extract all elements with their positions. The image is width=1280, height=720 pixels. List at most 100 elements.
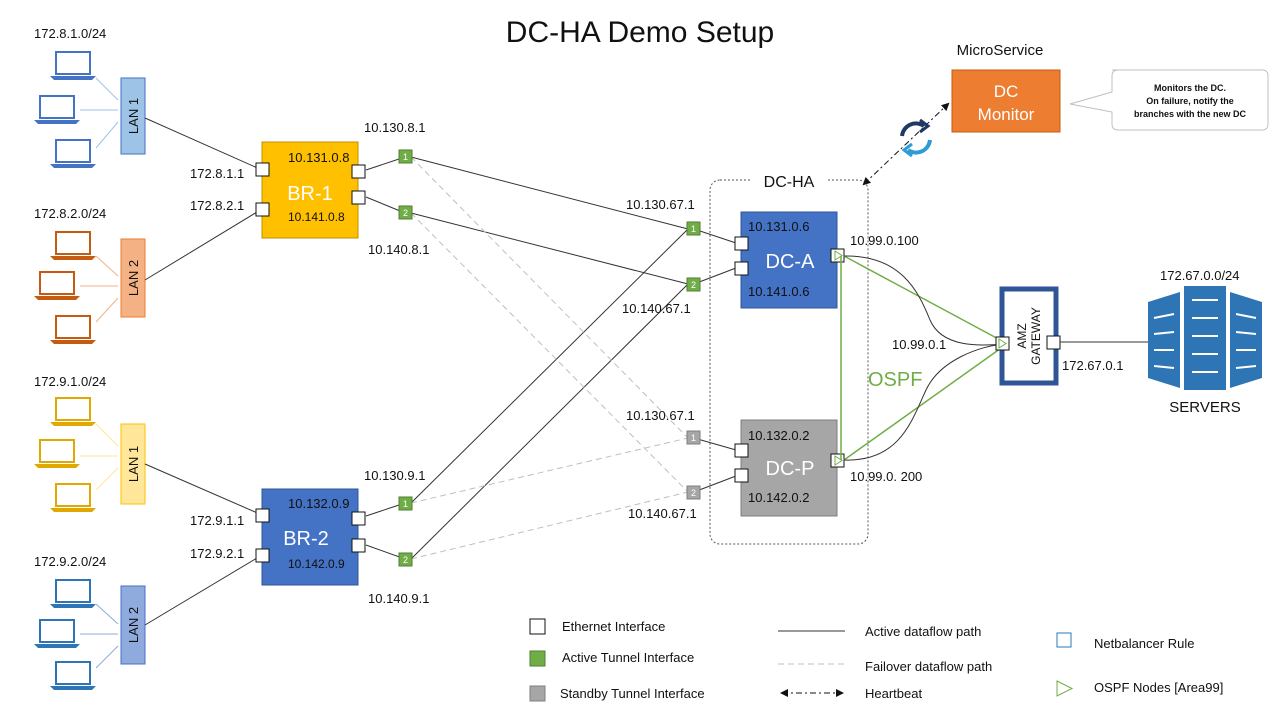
legend-standby-tunnel: Standby Tunnel Interface	[560, 686, 705, 701]
br1-lan2-ip: 172.8.2.1	[190, 198, 244, 213]
lan-link	[95, 467, 119, 491]
dcp-ip2: 10.142.0.2	[748, 490, 809, 505]
dc-monitor-line1: DC	[994, 82, 1019, 101]
microservice-heading: MicroService	[957, 42, 1044, 59]
br2-name: BR-2	[283, 528, 329, 550]
ospf-link	[843, 255, 1005, 343]
ospf-label: OSPF	[868, 369, 922, 391]
link-lan-br1	[144, 117, 263, 171]
br1-lan1-group: LAN 1	[33, 51, 146, 169]
lan-link	[95, 77, 119, 101]
dcp-ip1: 10.132.0.2	[748, 428, 809, 443]
ethernet-interface	[255, 548, 270, 563]
dcp-gateway-link	[843, 343, 1005, 461]
servers-subnet: 172.67.0.0/24	[1160, 268, 1240, 283]
lan2-switch	[120, 585, 146, 665]
servers-icon	[1148, 286, 1262, 390]
dca-name: DC-A	[766, 251, 816, 273]
br2-lan1-ip: 172.9.1.1	[190, 513, 244, 528]
dcp-wan1-ip: 10.130.67.1	[626, 408, 695, 423]
br2-lan1-group: LAN 1	[33, 397, 146, 513]
br2-router	[261, 488, 359, 586]
lan-link	[95, 255, 119, 277]
dca-router	[740, 211, 838, 309]
ethernet-interface	[255, 508, 270, 523]
dcha-label: DC-HA	[764, 174, 815, 191]
page-title: DC-HA Demo Setup	[506, 16, 774, 49]
laptop-icon	[49, 661, 97, 691]
subnet-br1-lan2: 172.8.2.0/24	[34, 206, 106, 221]
ethernet-interface	[1046, 335, 1061, 350]
dca-ip1: 10.131.0.6	[748, 219, 809, 234]
br1-wan1-ip: 10.130.8.1	[364, 120, 425, 135]
lan2-label: LAN 2	[126, 260, 141, 296]
dca-tunnel-1: 1	[686, 221, 701, 236]
br1-tunnel-1: 1	[398, 149, 413, 164]
heartbeat-link	[862, 102, 950, 186]
lan1-label: LAN 1	[126, 446, 141, 482]
legend-heartbeat: Heartbeat	[865, 686, 922, 701]
ethernet-interface	[995, 336, 1010, 351]
lan2-switch	[120, 238, 146, 318]
laptop-icon	[33, 619, 81, 649]
laptop-icon	[49, 315, 97, 345]
link-lan-br1	[144, 208, 263, 281]
laptop-icon	[33, 95, 81, 125]
lan1-switch	[120, 77, 146, 155]
legend-failover-path: Failover dataflow path	[865, 659, 992, 674]
svg-text:2: 2	[403, 208, 408, 218]
callout-line2: On failure, notify the	[1146, 96, 1234, 106]
svg-text:2: 2	[403, 555, 408, 565]
servers-label: SERVERS	[1169, 399, 1240, 416]
dc-monitor-line2: Monitor	[978, 105, 1035, 124]
laptop-icon	[49, 231, 97, 261]
dc-monitor-box	[951, 69, 1061, 133]
gateway-line1: AMZ	[1015, 323, 1029, 348]
dcp-uplink-ip: 10.99.0. 200	[850, 469, 922, 484]
br2-wan1-ip: 10.130.9.1	[364, 468, 425, 483]
lan1-label: LAN 1	[126, 98, 141, 134]
subnet-br2-lan1: 172.9.1.0/24	[34, 374, 106, 389]
br2-tunnel-1: 1	[398, 496, 413, 511]
lan-link	[95, 297, 119, 323]
br2-lan2-ip: 172.9.2.1	[190, 546, 244, 561]
br1-lan2-group: LAN 2	[33, 231, 146, 345]
dcp-tunnel-2: 2	[686, 485, 701, 500]
lan2-label: LAN 2	[126, 607, 141, 643]
svg-text:2: 2	[691, 280, 696, 290]
active-paths	[365, 156, 737, 560]
monitor-callout	[1069, 69, 1269, 131]
br1-tunnel2-ip: 10.141.0.8	[288, 210, 345, 224]
dca-uplink-ip: 10.99.0.100	[850, 233, 919, 248]
ospf-link	[843, 345, 1005, 461]
failover-paths	[410, 156, 689, 560]
ospf-node-icon	[998, 338, 1007, 349]
subnet-br1-lan1: 172.8.1.0/24	[34, 26, 106, 41]
dca-gateway-link	[843, 255, 1005, 346]
ethernet-interface	[255, 202, 270, 217]
dcp-tunnel-1: 1	[686, 430, 701, 445]
br1-tunnel-2: 2	[398, 205, 413, 220]
legend-active-path: Active dataflow path	[865, 624, 981, 639]
legend-netbalancer: Netbalancer Rule	[1094, 636, 1194, 651]
ethernet-interface	[351, 164, 366, 179]
ethernet-interface	[351, 511, 366, 526]
legend-active-tunnel-swatch	[529, 650, 546, 667]
gateway-left-ip: 10.99.0.1	[892, 337, 946, 352]
br2-wan2-ip: 10.140.9.1	[368, 591, 429, 606]
laptop-icon	[49, 139, 97, 169]
dca-ip2: 10.141.0.6	[748, 284, 809, 299]
lan-link	[95, 645, 119, 669]
callout-line3: branches with the new DC	[1134, 109, 1247, 119]
br2-lan2-group: LAN 2	[33, 579, 146, 691]
svg-text:1: 1	[403, 152, 408, 162]
legend-standby-tunnel-swatch	[529, 685, 546, 702]
dcha-label-bg	[752, 172, 826, 190]
link-lan-br2	[144, 554, 263, 626]
svg-text:1: 1	[403, 499, 408, 509]
legend-ospf-nodes: OSPF Nodes [Area99]	[1094, 680, 1223, 695]
br1-name: BR-1	[287, 183, 333, 205]
br2-tunnel1-ip: 10.132.0.9	[288, 496, 349, 511]
ethernet-interface	[255, 162, 270, 177]
